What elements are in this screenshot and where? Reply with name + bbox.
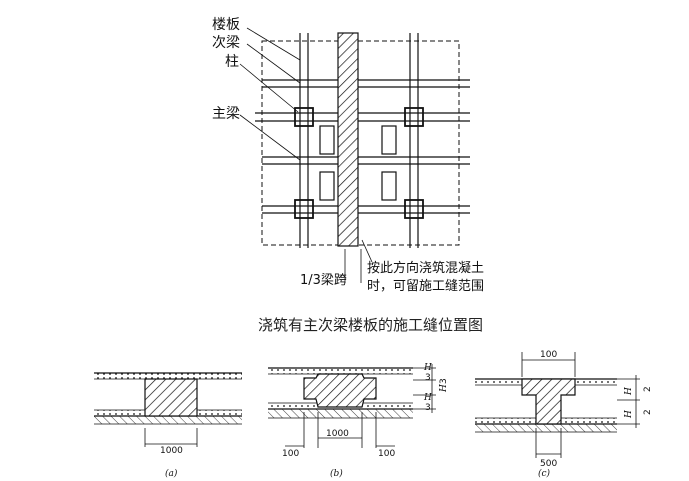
label-pour-note-1: 按此方向浇筑混凝土 — [367, 260, 484, 276]
label-column: 柱 — [225, 54, 239, 70]
h-b-bot: H — [423, 393, 432, 403]
h-b-bot-den: 3 — [425, 403, 431, 413]
label-span-note: 1/3梁跨 — [300, 273, 347, 288]
dim-b-left: 100 — [282, 449, 299, 459]
floor-plan: 楼板 次梁 柱 主梁 1/3梁跨 按此方向浇筑混凝土 时，可留施工缝范围 — [212, 17, 484, 294]
label-main-beam: 主梁 — [212, 106, 240, 122]
detail-a: 1000 (a) — [94, 372, 242, 479]
h-b-mid-den: 3 — [439, 378, 449, 384]
h-c-top: H — [624, 387, 634, 396]
main-beams — [299, 33, 419, 248]
tag-b: (b) — [330, 468, 343, 479]
detail-c: 100 500 H 2 H 2 (c) — [475, 350, 653, 479]
h-c-bot: H — [624, 410, 634, 419]
slab-outline — [261, 40, 460, 246]
joint-zone-a — [144, 378, 198, 417]
detail-b: 1000 100 100 H 3 H 3 H 3 (b) — [268, 363, 449, 479]
columns — [294, 107, 424, 219]
h-b-top: H — [423, 363, 432, 373]
h-b-top-den: 3 — [425, 373, 431, 383]
joint-zone-b — [303, 373, 377, 408]
label-slab: 楼板 — [212, 17, 240, 33]
label-secondary-beam: 次梁 — [212, 35, 240, 51]
dim-b-bottom: 1000 — [326, 429, 349, 439]
joint-zone-c — [521, 378, 576, 425]
figure-caption: 浇筑有主次梁楼板的施工缝位置图 — [258, 316, 483, 334]
dim-c-bottom: 500 — [540, 459, 557, 469]
construction-joint-zone — [337, 32, 359, 247]
h-c-top-den: 2 — [643, 386, 653, 392]
h-b-mid: H — [439, 384, 449, 393]
dim-b-right: 100 — [378, 449, 395, 459]
dim-c-top: 100 — [540, 350, 557, 360]
tag-a: (a) — [165, 468, 178, 479]
tag-c: (c) — [538, 468, 551, 479]
label-pour-note-2: 时，可留施工缝范围 — [367, 279, 484, 294]
dim-a-bottom: 1000 — [160, 446, 183, 456]
secondary-beams — [255, 79, 470, 214]
h-c-bot-den: 2 — [643, 409, 653, 415]
leader-lines — [239, 27, 373, 283]
